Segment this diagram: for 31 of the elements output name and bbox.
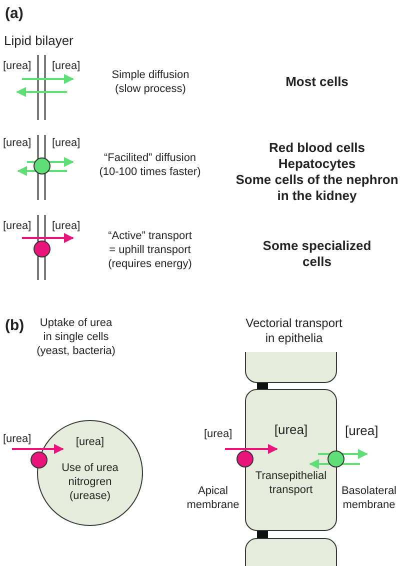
cell-text: Transepithelial transport bbox=[254, 469, 328, 497]
concentration-label: [urea] bbox=[52, 219, 82, 233]
process-text: “Active” transport = uphill transport (requires energy) bbox=[107, 229, 193, 271]
concentration-label: [urea] bbox=[274, 422, 308, 438]
cell-type-label: Some cells of the nephron in the kidney bbox=[234, 172, 400, 204]
heading: Lipid bilayer bbox=[4, 33, 74, 49]
concentration-label: [urea] bbox=[3, 136, 32, 150]
epithelial-cell bbox=[245, 389, 337, 531]
concentration-label: [urea] bbox=[76, 435, 104, 449]
cell-type-label: Red blood cells bbox=[268, 140, 366, 156]
panel-label: (a) bbox=[5, 4, 24, 23]
membrane-label: Basolateral membrane bbox=[340, 484, 398, 512]
cell-text: Use of urea nitrogren (urease) bbox=[60, 461, 120, 503]
epithelial-cell bbox=[245, 538, 337, 566]
concentration-label: [urea] bbox=[3, 59, 32, 73]
membrane-label: Apical membrane bbox=[186, 484, 240, 512]
heading: Uptake of urea in single cells (yeast, bacteria) bbox=[36, 316, 116, 358]
concentration-label: [urea] bbox=[3, 432, 32, 446]
cell-type-label: Hepatocytes bbox=[277, 156, 357, 172]
concentration-label: [urea] bbox=[52, 59, 82, 73]
epithelial-cell bbox=[245, 352, 337, 383]
cell-type-label: Most cells bbox=[284, 74, 350, 90]
concentration-label: [urea] bbox=[3, 219, 32, 233]
process-text: “Facilited” diffusion (10-100 times faster) bbox=[98, 151, 202, 179]
concentration-label: [urea] bbox=[345, 423, 380, 439]
concentration-label: [urea] bbox=[52, 136, 82, 150]
cell-type-label: Some specialized cells bbox=[262, 238, 372, 270]
concentration-label: [urea] bbox=[204, 427, 234, 441]
process-text: Simple diffusion (slow process) bbox=[110, 68, 190, 96]
panel-label: (b) bbox=[5, 316, 26, 335]
heading: Vectorial transport in epithelia bbox=[244, 316, 344, 346]
